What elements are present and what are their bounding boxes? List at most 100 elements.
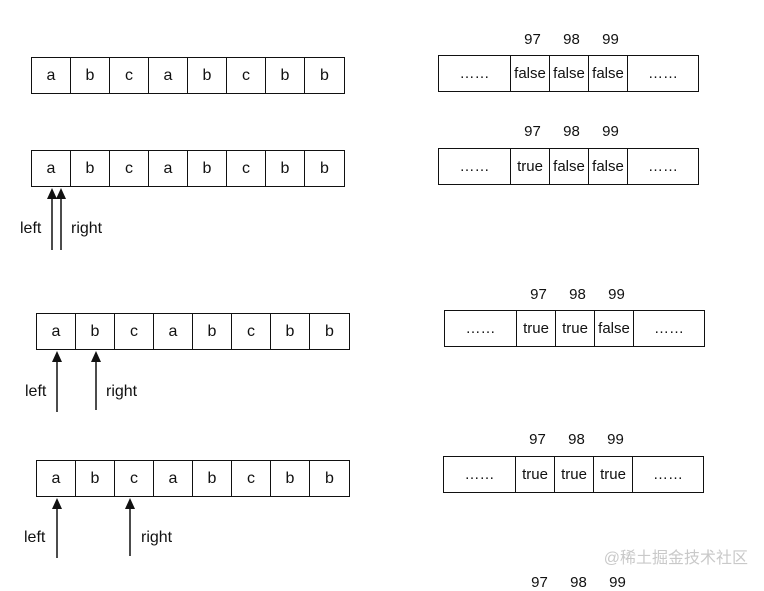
char-cell: b — [193, 314, 232, 349]
watermark: @稀土掘金技术社区 — [603, 550, 748, 567]
ellipsis-cell: …… — [439, 149, 511, 184]
arrowhead-icon — [52, 351, 62, 362]
char-cell: b — [193, 461, 232, 496]
char-cell: c — [115, 461, 154, 496]
left-pointer-label: left — [24, 529, 46, 546]
index-label: 99 — [608, 286, 625, 303]
arrowhead-icon — [91, 351, 101, 362]
char-cell: a — [149, 151, 188, 186]
table-indices: 97 98 99 — [513, 123, 630, 140]
flag-cell: true — [556, 311, 595, 346]
flag-table: …… false false false …… — [438, 55, 699, 92]
flag-cell: true — [555, 457, 594, 492]
index-label: 98 — [570, 574, 587, 591]
char-cell: b — [266, 151, 305, 186]
flag-table: …… true false false …… — [438, 148, 699, 185]
index-label: 97 — [529, 431, 546, 448]
table-indices: 97 98 99 — [519, 286, 636, 303]
char-cell: a — [154, 461, 193, 496]
right-pointer-label: right — [71, 220, 103, 237]
char-cell: a — [32, 151, 71, 186]
flag-cell: true — [594, 457, 633, 492]
char-cell: b — [76, 461, 115, 496]
index-label: 99 — [609, 574, 626, 591]
index-label: 98 — [568, 431, 585, 448]
flag-cell: false — [595, 311, 634, 346]
char-cell: a — [37, 461, 76, 496]
char-cell: c — [115, 314, 154, 349]
flag-cell: true — [511, 149, 550, 184]
flag-table: …… true true false …… — [444, 310, 705, 347]
flag-cell: false — [589, 149, 628, 184]
ellipsis-cell: …… — [444, 457, 516, 492]
char-cell: b — [266, 58, 305, 93]
char-cell: b — [325, 469, 334, 487]
right-pointer-label: right — [141, 529, 173, 546]
index-label: 98 — [563, 123, 580, 140]
index-label: 97 — [530, 286, 547, 303]
string-array: a b c a b c b b — [36, 313, 350, 350]
index-label: 99 — [602, 31, 619, 48]
char-cell: a — [32, 58, 71, 93]
index-label: 97 — [524, 31, 541, 48]
index-label: 99 — [602, 123, 619, 140]
arrowhead-icon — [47, 188, 57, 199]
char-cell: b — [71, 151, 110, 186]
table-indices: 97 98 99 — [518, 431, 635, 448]
index-label: 98 — [563, 31, 580, 48]
char-cell: b — [325, 322, 334, 340]
char-cell: b — [271, 461, 310, 496]
char-cell: b — [76, 314, 115, 349]
arrowhead-icon — [56, 188, 66, 199]
flag-cell: false — [511, 56, 550, 91]
ellipsis-cell: …… — [439, 56, 511, 91]
left-pointer-label: left — [25, 383, 47, 400]
char-cell: c — [110, 58, 149, 93]
char-cell: a — [154, 314, 193, 349]
left-pointer-label: left — [20, 220, 42, 237]
char-cell: c — [232, 314, 271, 349]
char-cell: c — [232, 461, 271, 496]
string-array: a b c a b c b b — [31, 150, 345, 187]
flag-cell: false — [550, 56, 589, 91]
char-cell: c — [110, 151, 149, 186]
char-cell: b — [271, 314, 310, 349]
string-array: a b c a b c b b — [31, 57, 345, 94]
ellipsis-cell: …… — [445, 311, 517, 346]
char-cell: b — [320, 66, 329, 84]
ellipsis-cell: …… — [648, 158, 678, 175]
flag-cell: false — [550, 149, 589, 184]
char-cell: b — [71, 58, 110, 93]
index-label: 98 — [569, 286, 586, 303]
ellipsis-cell: …… — [648, 65, 678, 82]
flag-cell: false — [589, 56, 628, 91]
flag-cell: true — [517, 311, 556, 346]
index-label: 97 — [524, 123, 541, 140]
char-cell: c — [227, 58, 266, 93]
arrowhead-icon — [52, 498, 62, 509]
index-label: 99 — [607, 431, 624, 448]
char-cell: b — [188, 58, 227, 93]
char-cell: b — [188, 151, 227, 186]
arrowhead-icon — [125, 498, 135, 509]
string-array: a b c a b c b b — [36, 460, 350, 497]
flag-cell: true — [516, 457, 555, 492]
right-pointer-label: right — [106, 383, 138, 400]
index-label: 97 — [531, 574, 548, 591]
char-cell: c — [227, 151, 266, 186]
char-cell: a — [37, 314, 76, 349]
table-indices: 97 98 99 — [513, 31, 630, 48]
char-cell: b — [320, 159, 329, 177]
cutoff-indices: 97 98 99 — [520, 574, 637, 591]
ellipsis-cell: …… — [654, 320, 684, 337]
ellipsis-cell: …… — [653, 466, 683, 483]
char-cell: a — [149, 58, 188, 93]
flag-table: …… true true true …… — [443, 456, 704, 493]
